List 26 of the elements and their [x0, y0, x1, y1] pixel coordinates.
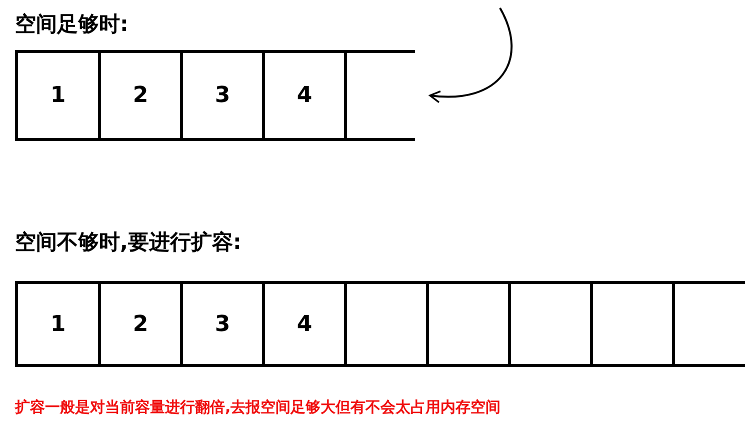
empty-slot: [672, 281, 745, 367]
empty-slot: [344, 281, 426, 367]
empty-slot: [590, 281, 672, 367]
section-heading: 空间不够时,要进行扩容:: [15, 229, 242, 256]
cell-value: 1: [50, 312, 66, 336]
array-cell: [15, 281, 98, 367]
cell-value: 4: [296, 83, 312, 108]
cell-value: 3: [214, 312, 230, 336]
cell-value: 2: [132, 312, 148, 336]
cell-value: 4: [296, 312, 312, 336]
empty-slot: [426, 281, 508, 367]
array-cell: [180, 281, 262, 367]
cell-value: 1: [50, 83, 66, 108]
note-text: 扩容一般是对当前容量进行翻倍,去报空间足够大但有不会太占用内存空间: [15, 398, 501, 417]
curved-arrow: [429, 8, 513, 103]
array-cell: [180, 50, 262, 141]
array-cell: [98, 281, 180, 367]
cell-value: 2: [132, 83, 148, 108]
array-cell: [15, 50, 98, 141]
array-cell: [98, 50, 180, 141]
empty-slot: [508, 281, 590, 367]
section-heading: 空间足够时:: [15, 11, 128, 38]
array-cell: [262, 281, 344, 367]
empty-slot: [344, 50, 415, 141]
array-cell: [262, 50, 344, 141]
cell-value: 3: [214, 83, 230, 108]
